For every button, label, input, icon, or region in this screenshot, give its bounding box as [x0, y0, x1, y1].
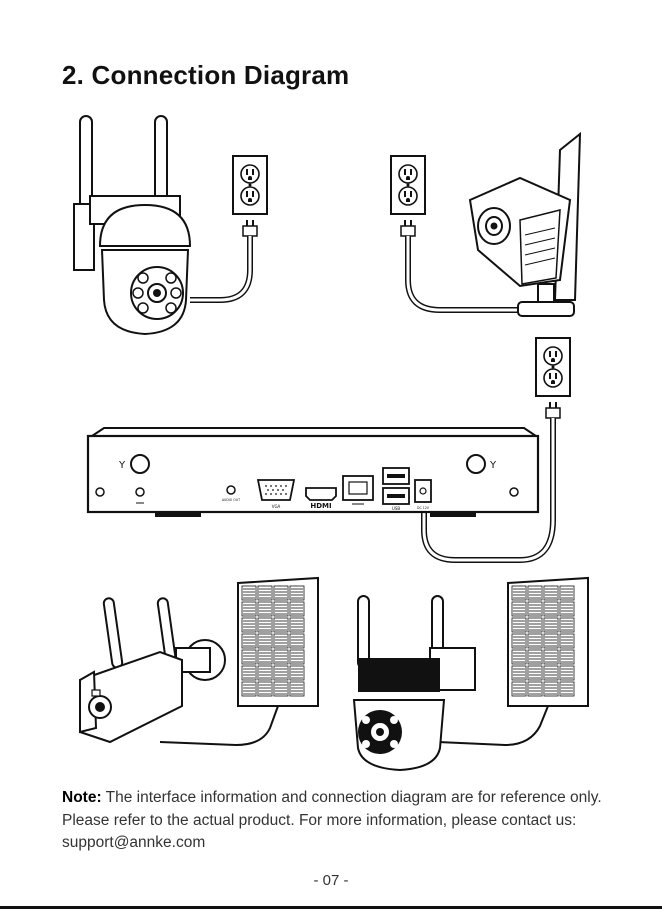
svg-text:Y: Y — [118, 460, 126, 471]
power-plug-3 — [546, 402, 560, 418]
ptz-camera-top-left — [74, 116, 190, 334]
bullet-camera-top-right — [470, 134, 580, 316]
power-outlet-1 — [233, 156, 267, 214]
note-label: Note: — [62, 789, 102, 806]
solar-panel-1 — [238, 578, 318, 706]
usb-label: USB — [392, 506, 400, 511]
solar-cable-2 — [438, 706, 548, 745]
note-text: The interface information and connection… — [62, 789, 602, 851]
dc-label: DC 12V — [417, 506, 430, 510]
audio-out-label: AUDIO OUT — [222, 498, 240, 502]
power-plug-2 — [401, 220, 415, 236]
vga-label: VGA — [272, 504, 281, 509]
hdmi-label: HDMI — [310, 502, 331, 510]
solar-cable-1 — [160, 706, 278, 745]
ptz-camera-bottom-right — [354, 596, 475, 770]
power-cable-1 — [190, 236, 250, 300]
bottom-rule — [0, 906, 662, 909]
power-plug-1 — [243, 220, 257, 236]
power-outlet-2 — [391, 156, 425, 214]
solar-panel-2 — [508, 578, 588, 706]
power-outlet-3 — [536, 338, 570, 396]
svg-text:Y: Y — [489, 460, 497, 471]
note-paragraph: Note: The interface information and conn… — [62, 787, 622, 855]
page-number: - 07 - — [0, 872, 662, 889]
bullet-camera-bottom-left — [80, 598, 225, 742]
